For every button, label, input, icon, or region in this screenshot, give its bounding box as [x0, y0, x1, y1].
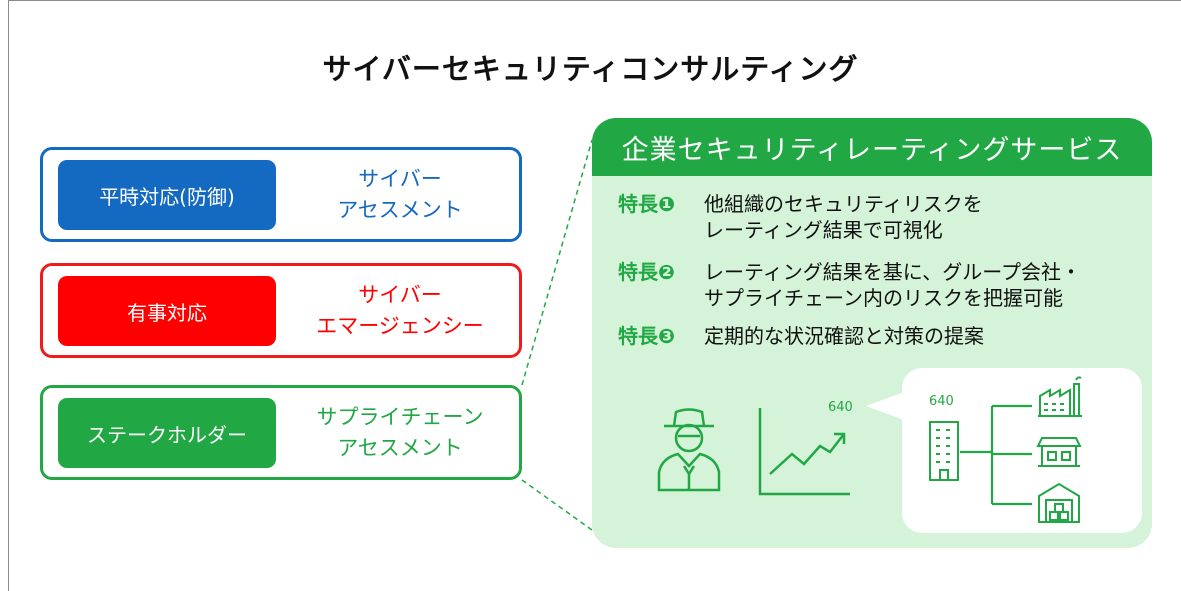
feature-text-line1: レーティング結果を基に、グループ会社・: [704, 260, 1081, 284]
feature-tag: 特長❷: [618, 260, 675, 284]
feature-tag: 特長❶: [618, 192, 675, 216]
shop-icon: [1036, 437, 1082, 467]
service-name-line1: サイバー: [358, 282, 442, 307]
org-tree: [960, 404, 1032, 506]
service-supply-chain-assessment: ステークホルダー サプライチェーン アセスメント: [40, 385, 522, 480]
feature-text-line1: 定期的な状況確認と対策の提案: [704, 324, 984, 348]
service-badge: 有事対応: [58, 276, 276, 346]
feature-text-line2: サプライチェーン内のリスクを把握可能: [704, 286, 1063, 310]
rising-chart-icon: [758, 408, 850, 496]
service-cyber-emergency: 有事対応 サイバー エマージェンシー: [40, 263, 522, 358]
service-name-line2: エマージェンシー: [316, 313, 484, 338]
service-name-line1: サイバー: [358, 166, 442, 191]
panel-header: 企業セキュリティレーティングサービス: [592, 118, 1152, 176]
service-badge: ステークホルダー: [58, 398, 276, 468]
slide-frame: [8, 0, 1181, 591]
service-name-line2: アセスメント: [337, 197, 463, 222]
service-name-line1: サプライチェーン: [316, 404, 484, 429]
warehouse-icon: [1038, 482, 1080, 523]
feature-text-line2: レーティング結果で可視化: [704, 218, 943, 242]
rating-service-panel: 企業セキュリティレーティングサービス 特長❶ 他組織のセキュリティリスクを レー…: [592, 118, 1152, 548]
bubble-tail: [866, 392, 904, 420]
service-name: サイバー アセスメント: [287, 150, 513, 239]
service-name: サイバー エマージェンシー: [287, 266, 513, 355]
office-building-icon: [929, 421, 959, 481]
feature-text-line1: 他組織のセキュリティリスクを: [704, 192, 983, 216]
service-name: サプライチェーン アセスメント: [287, 388, 513, 477]
chart-score-label: 640: [828, 400, 853, 415]
service-badge: 平時対応(防御): [58, 160, 276, 230]
feature-tag: 特長❸: [618, 324, 675, 348]
service-cyber-assessment: 平時対応(防御) サイバー アセスメント: [40, 147, 522, 242]
factory-icon: [1038, 376, 1082, 417]
bubble-score-label: 640: [929, 394, 954, 409]
page-title: サイバーセキュリティコンサルティング: [322, 52, 859, 86]
rating-bubble: 640: [902, 368, 1142, 533]
service-name-line2: アセスメント: [337, 435, 463, 460]
analyst-icon: [657, 408, 721, 492]
